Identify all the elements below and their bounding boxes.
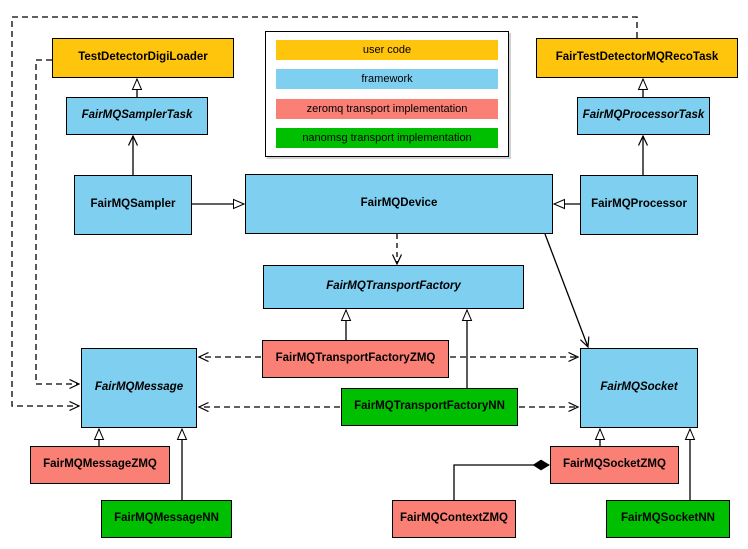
edge-contextzmq-to-socketzmq [453,459,550,500]
class-box-fairmqcontextzmq[interactable]: FairMQContextZMQ [392,500,516,538]
class-box-fairtestdetectormqrecotask[interactable]: FairTestDetectorMQRecoTask [536,38,738,78]
class-box-fairmqsampler[interactable]: FairMQSampler [74,175,192,235]
legend-label-nanomsg: nanomsg transport implementation [302,131,472,144]
class-box-label: FairMQContextZMQ [400,512,508,525]
edge-recotask-to-message [11,16,638,406]
class-box-fairmqtransportfactoryzmq[interactable]: FairMQTransportFactoryZMQ [262,340,449,378]
class-box-label: FairMQTransportFactoryZMQ [275,352,436,365]
class-box-label: FairMQSocketNN [621,512,715,525]
class-box-fairmqprocessor[interactable]: FairMQProcessor [580,175,698,235]
class-box-label: FairMQTransportFactory [326,280,461,293]
class-box-fairmqmessagenn[interactable]: FairMQMessageNN [101,500,232,538]
class-box-fairmqsocket[interactable]: FairMQSocket [580,348,698,428]
legend-label-zeromq: zeromq transport implementation [306,102,468,115]
class-box-label: FairTestDetectorMQRecoTask [555,51,719,64]
class-box-label: FairMQProcessor [591,198,687,211]
class-box-fairmqprocessortask[interactable]: FairMQProcessorTask [577,97,710,135]
legend-row-user-code: user code [276,40,498,60]
class-box-label: FairMQSocket [600,381,678,394]
legend-label-user-code: user code [362,44,412,56]
class-box-fairmqsocketzmq[interactable]: FairMQSocketZMQ [550,446,679,484]
class-box-label: TestDetectorDigiLoader [78,51,208,64]
class-box-fairmqsamplertask[interactable]: FairMQSamplerTask [66,97,208,135]
class-box-label: FairMQSocketZMQ [563,458,666,471]
class-box-label: FairMQMessageZMQ [43,458,157,471]
class-box-label: FairMQDevice [360,197,438,210]
class-box-fairmqmessage[interactable]: FairMQMessage [81,348,197,428]
class-box-fairmqtransportfactory[interactable]: FairMQTransportFactory [263,265,524,309]
edge-digiloader-to-message [35,59,79,384]
class-box-fairmqsocketnn[interactable]: FairMQSocketNN [606,500,730,538]
class-box-label: FairMQSamplerTask [81,109,193,122]
class-box-label: FairMQTransportFactoryNN [354,400,505,413]
class-box-label: FairMQMessageNN [114,512,219,525]
class-box-fairmqtransportfactorynn[interactable]: FairMQTransportFactoryNN [341,388,518,426]
legend-row-framework: framework [276,69,498,90]
edge-device-to-socket [544,233,588,347]
legend-row-nanomsg: nanomsg transport implementation [276,127,498,148]
class-box-label: FairMQMessage [94,381,184,394]
class-box-label: FairMQSampler [90,198,176,211]
legend-panel: user code framework zeromq transport imp… [265,31,509,157]
legend-row-zeromq: zeromq transport implementation [276,98,498,119]
class-box-testdetectordigiloader[interactable]: TestDetectorDigiLoader [52,38,234,78]
class-box-label: FairMQProcessorTask [582,109,705,122]
class-box-fairmqmessagezmq[interactable]: FairMQMessageZMQ [30,446,170,484]
class-box-fairmqdevice[interactable]: FairMQDevice [245,174,553,234]
legend-label-framework: framework [361,73,413,86]
